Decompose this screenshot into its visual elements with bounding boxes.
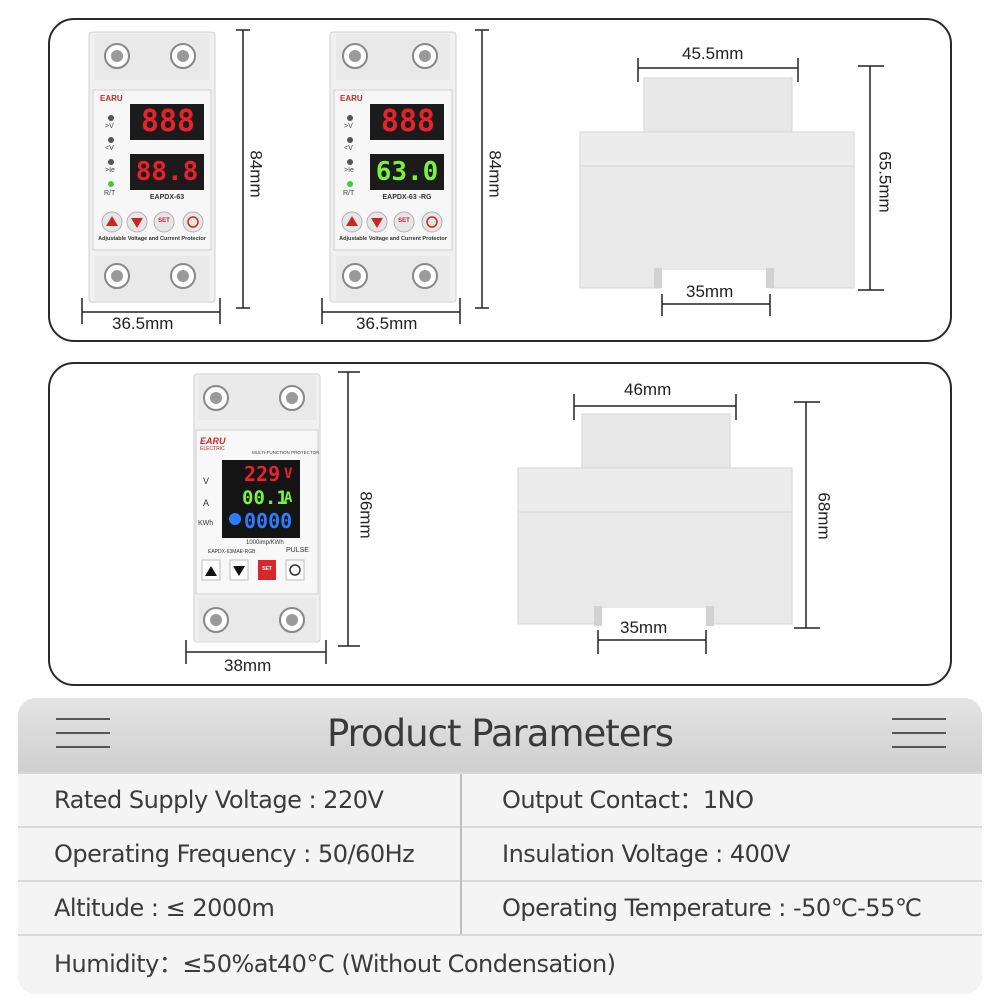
param-rated-supply-voltage: Rated Supply Voltage : 220V [54, 786, 384, 814]
device-a-set-button: SET [158, 218, 170, 224]
device-b-height-label: 84mm [485, 150, 505, 198]
params-header: Product Parameters [18, 698, 982, 772]
side-view-2 [517, 413, 793, 628]
device-c-current-unit: A [284, 490, 293, 506]
device-c-row-label-kwh: KWh [198, 520, 214, 527]
device-b-model: EAPDX-63 -RG [382, 194, 432, 201]
device-c-imp: 1000imp/KWh [246, 540, 284, 546]
device-a-brand: EARU [100, 94, 123, 103]
device-a-ind-3: >Ie [105, 167, 115, 174]
device-c-model: EAPDX-63MAE-RGB [208, 549, 256, 555]
device-b-width-label: 36.5mm [356, 314, 418, 333]
device-b-ind-1: >V [344, 123, 353, 130]
dimension-panel-2 [48, 362, 952, 686]
device-a-ind-4: R/T [104, 190, 116, 197]
side-view-2-height: 68mm [814, 492, 834, 540]
device-c-row-label-a: A [203, 498, 210, 508]
device-a-ind-2: <V [105, 145, 114, 152]
side-view-2-top-width: 46mm [624, 380, 672, 399]
params-row: Operating Frequency : 50/60Hz Insulation… [18, 828, 982, 880]
device-c-current: 00.1 [242, 487, 288, 509]
device-a-height-label: 84mm [246, 150, 266, 198]
params-title: Product Parameters [326, 712, 674, 755]
device-b-ind-3: >Ie [344, 167, 354, 174]
device-a-display-top: 888 [140, 104, 196, 139]
params-row: Altitude : ≤ 2000m Operating Temperature… [18, 882, 982, 934]
device-b-set-button: SET [398, 218, 410, 224]
device-a-footer: Adjustable Voltage and Current Protector [98, 236, 206, 242]
side-view-1-bottom-width: 35mm [686, 282, 734, 301]
side-view-1-height: 65.5mm [875, 151, 895, 213]
device-b-brand: EARU [340, 94, 363, 103]
device-a [88, 31, 216, 303]
side-view-2-bottom-width: 35mm [620, 618, 668, 637]
param-altitude: Altitude : ≤ 2000m [54, 894, 275, 922]
menu-lines-icon-left [56, 718, 110, 748]
device-c-brand-sub: ELECTRIC [200, 446, 225, 452]
params-row: Rated Supply Voltage : 220V Output Conta… [18, 774, 982, 826]
device-a-display-bottom: 88.8 [135, 157, 199, 187]
device-c-set-button: SET [262, 566, 272, 572]
device-a-ind-1: >V [105, 123, 114, 130]
param-insulation-voltage: Insulation Voltage : 400V [502, 840, 791, 868]
device-c-voltage-unit: V [284, 466, 293, 482]
param-humidity: Humidity：≤50%at40°C (Without Condensatio… [54, 950, 616, 978]
device-c-energy: 0000 [244, 509, 293, 533]
device-c-title: MULTI-FUNCTION PROTECTOR [252, 450, 320, 455]
side-view-1-top-width: 45.5mm [682, 44, 744, 63]
device-b-ind-4: R/T [343, 190, 355, 197]
device-c-pulse: PULSE [286, 547, 309, 554]
device-b [329, 31, 457, 303]
side-view-1 [579, 77, 855, 292]
device-c [193, 373, 321, 643]
device-b-footer: Adjustable Voltage and Current Protector [339, 236, 447, 242]
column-divider [460, 774, 462, 934]
menu-lines-icon-right [892, 718, 946, 748]
device-c-voltage: 229 [244, 462, 281, 486]
device-c-width-label: 38mm [224, 656, 272, 675]
device-a-width-label: 36.5mm [112, 314, 174, 333]
device-c-row-label-v: V [203, 476, 210, 486]
product-parameters-table: Product Parameters Rated Supply Voltage … [18, 698, 982, 994]
param-operating-temperature: Operating Temperature : -50℃-55℃ [502, 894, 922, 922]
device-c-brand: EARU [200, 436, 226, 446]
param-operating-frequency: Operating Frequency : 50/60Hz [54, 840, 415, 868]
device-b-display-bottom: 63.0 [375, 157, 439, 187]
param-output-contact: Output Contact：1NO [502, 786, 754, 814]
params-row: Humidity：≤50%at40°C (Without Condensatio… [18, 936, 982, 994]
device-b-ind-2: <V [344, 145, 353, 152]
device-b-display-top: 888 [380, 104, 436, 139]
device-a-model: EAPDX-63 [149, 194, 185, 201]
device-c-height-label: 86mm [356, 491, 376, 539]
